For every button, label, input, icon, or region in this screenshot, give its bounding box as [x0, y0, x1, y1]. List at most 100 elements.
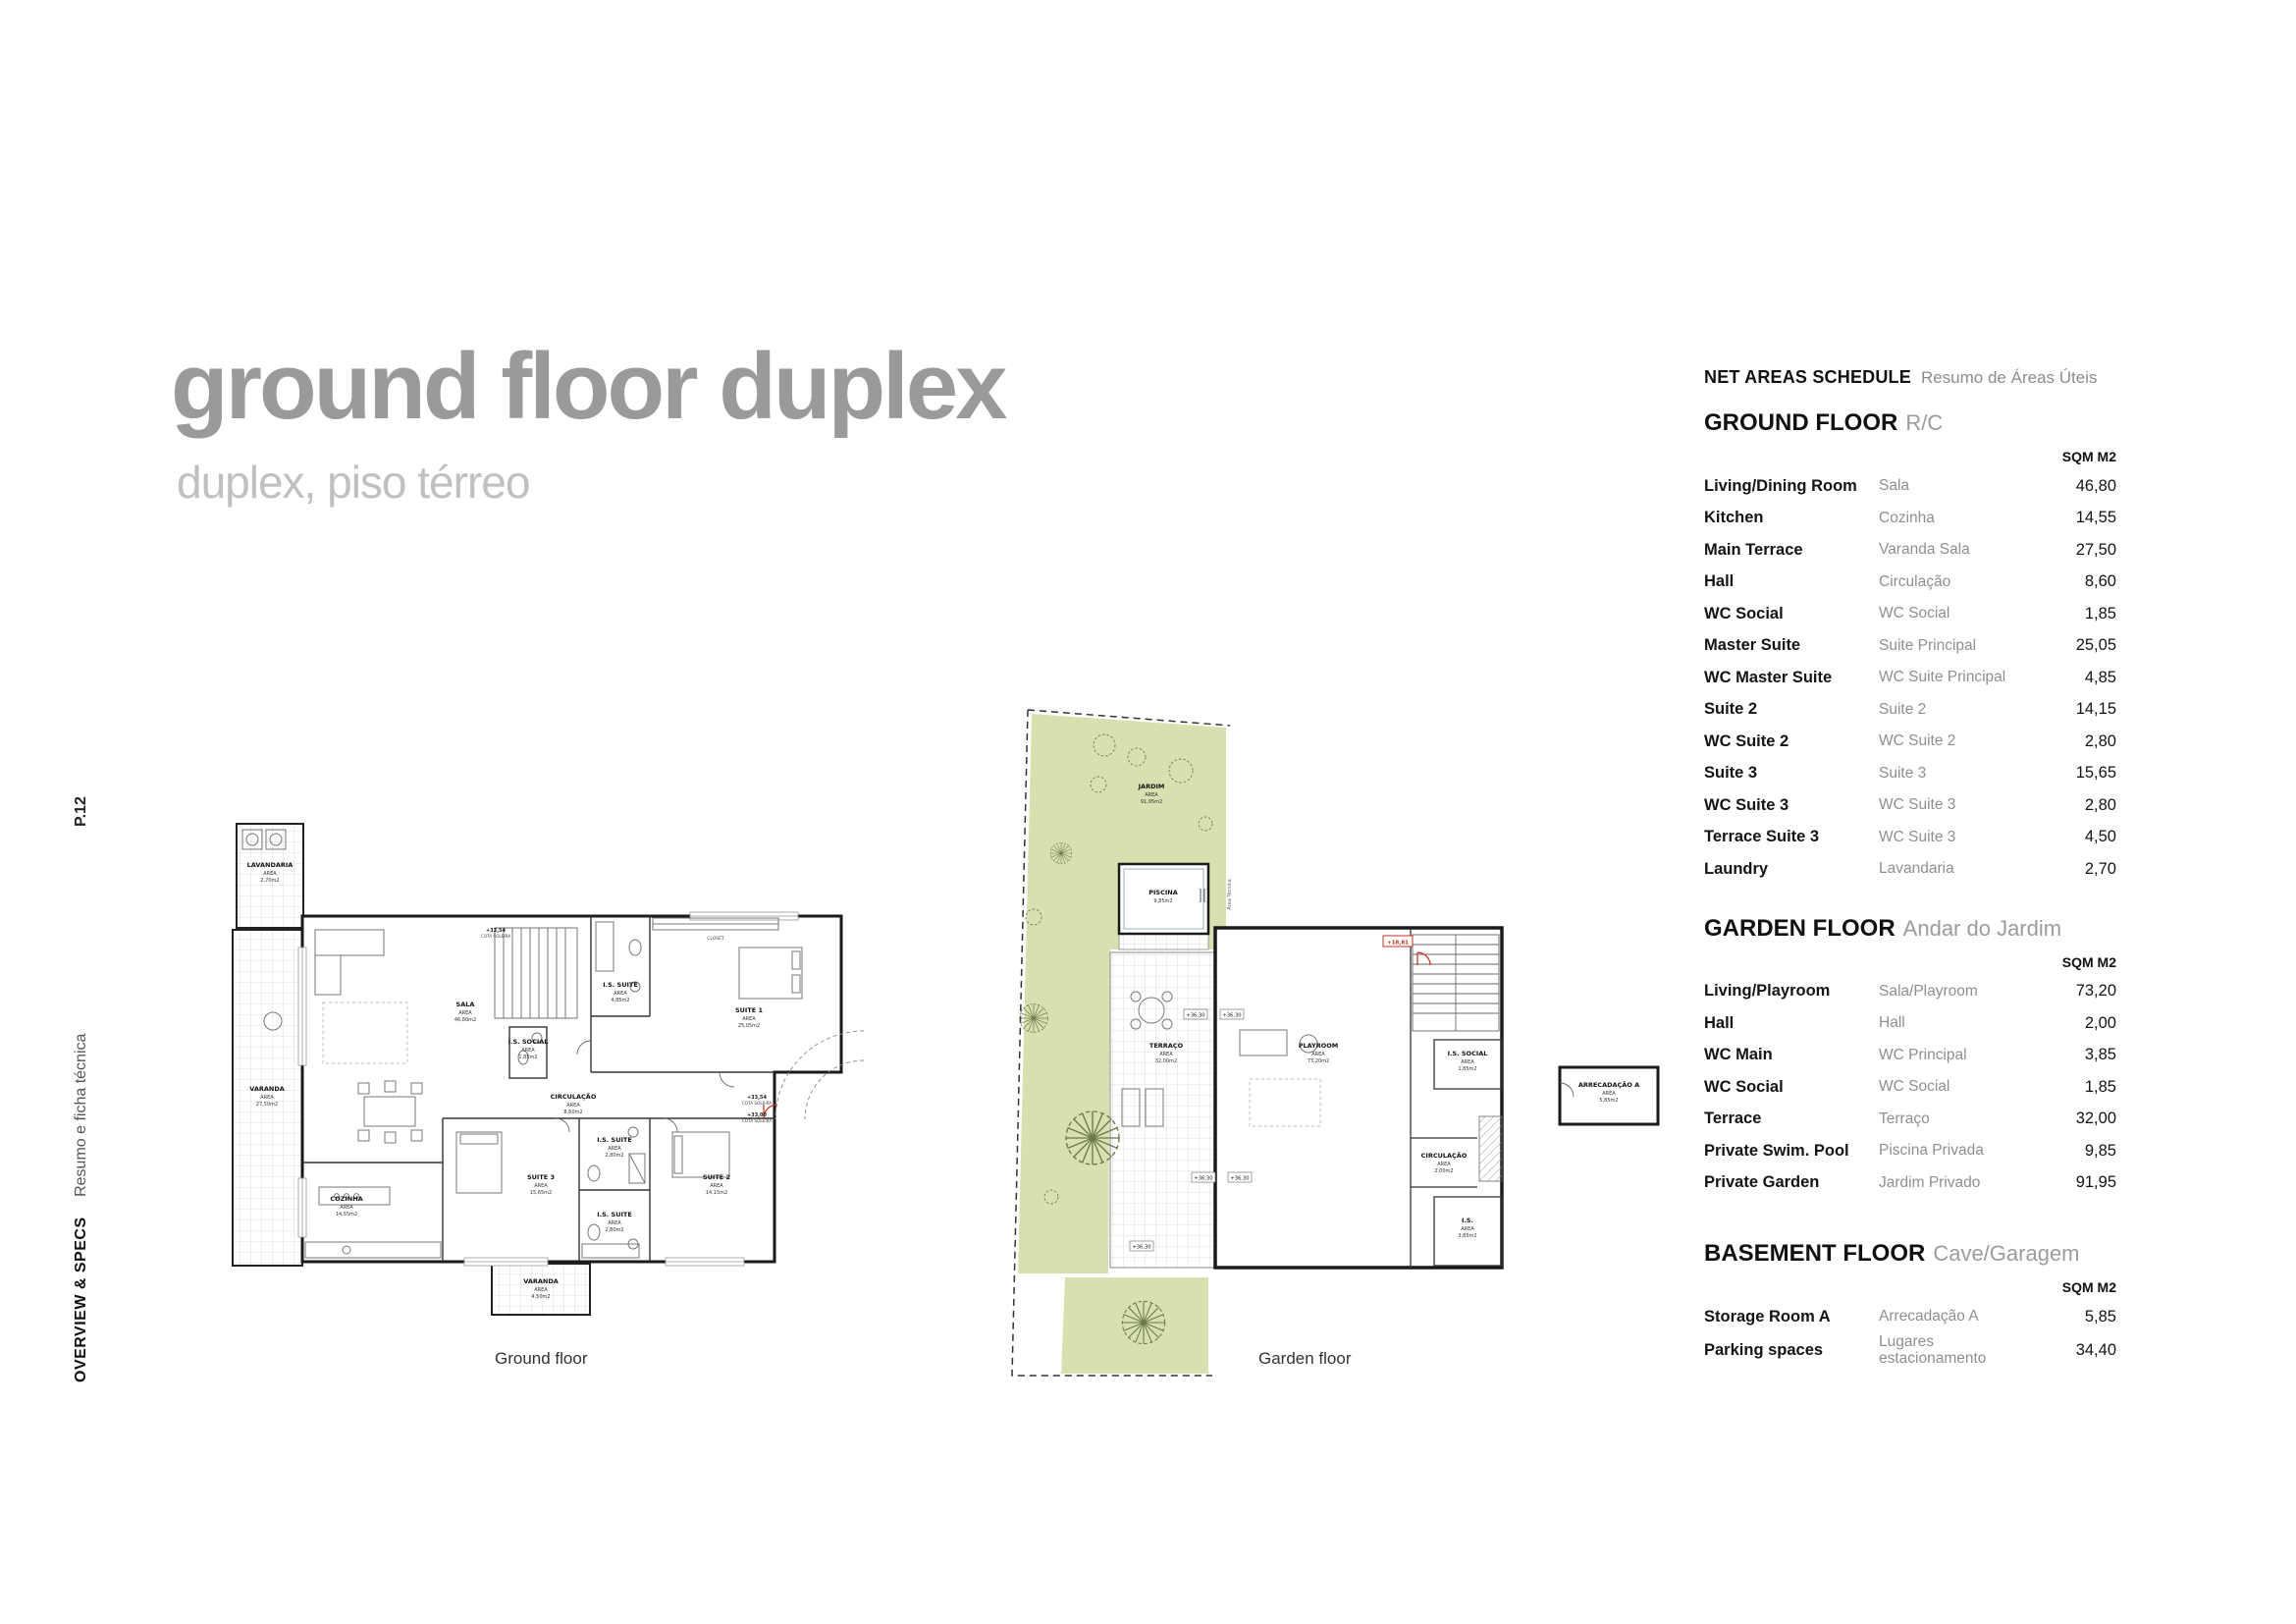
- room-name-en: WC Master Suite: [1704, 668, 1833, 686]
- room-name-pt: WC Principal: [1879, 1046, 1967, 1063]
- room-name-en: WC Suite 2: [1704, 731, 1789, 750]
- svg-text:+18,81: +18,81: [1387, 941, 1409, 947]
- page-subtitle: duplex, piso térreo: [177, 457, 530, 508]
- room-area-sqm: 8,60: [2084, 572, 2116, 591]
- room-name-en: Parking spaces: [1704, 1340, 1824, 1359]
- interior-walls: [302, 916, 774, 1262]
- section-rows: Storage Room A Arrecadação A 5,85 Parkin…: [1704, 1301, 2116, 1368]
- stairs: [1412, 934, 1500, 1032]
- section-heading: BASEMENT FLOOR Cave/Garagem: [1704, 1240, 2116, 1268]
- room-area-sqm: 4,50: [2084, 828, 2116, 846]
- room-name-pt: Sala: [1879, 477, 1910, 495]
- schedule-row: Living/Playroom Sala/Playroom 73,20: [1704, 976, 2116, 1008]
- gate-arcs: [774, 1030, 865, 1120]
- garden-floor-plan-drawing: +18,81 +36,30 +36,30 +36,30 +36,30 +36,3…: [1011, 709, 1660, 1377]
- room-name-pt: Sala/Playroom: [1879, 982, 1978, 1000]
- room-area-sqm: 15,65: [2075, 764, 2116, 783]
- room-name-pt: Lugares estacionamento: [1879, 1332, 1987, 1368]
- room-name-pt: Circulação: [1879, 572, 1951, 590]
- room-name-pt: Suite 2: [1879, 700, 1927, 718]
- schedule-row: WC Social WC Social 1,85: [1704, 598, 2116, 630]
- section-heading-pt: Cave/Garagem: [1933, 1241, 2080, 1266]
- room-name-en: WC Suite 3: [1704, 795, 1789, 814]
- room-name-pt: Suite 3: [1879, 764, 1927, 782]
- furniture: [1121, 991, 1321, 1127]
- elevation-markers: +36,30 +36,30 +36,30 +36,30 +36,30: [1129, 1008, 1253, 1252]
- room-area-sqm: 2,70: [2084, 859, 2116, 878]
- section-heading-en: GARDEN FLOOR: [1704, 914, 1896, 942]
- room-name-en: Kitchen: [1704, 509, 1764, 527]
- room-area-sqm: 5,85: [2084, 1307, 2116, 1326]
- room-name-en: Main Terrace: [1704, 540, 1803, 559]
- room-area-sqm: 14,55: [2075, 509, 2116, 527]
- door-arcs: [555, 1040, 735, 1133]
- property-boundary: [1011, 709, 1231, 1377]
- room-area-sqm: 34,40: [2075, 1340, 2116, 1359]
- svg-text:+36,30: +36,30: [1132, 1245, 1150, 1251]
- room-name-pt: WC Suite 3: [1879, 796, 1956, 814]
- room-area-sqm: 14,15: [2075, 700, 2116, 719]
- room-area-sqm: 2,80: [2084, 795, 2116, 814]
- rail-subtitle: Resumo e ficha técnica: [73, 1033, 89, 1197]
- room-name-en: Living/Dining Room: [1704, 476, 1857, 495]
- building-walls: [1213, 926, 1504, 1270]
- section-heading-pt: R/C: [1905, 410, 1944, 435]
- room-name-en: Private Garden: [1704, 1173, 1820, 1192]
- room-name-en: Storage Room A: [1704, 1307, 1831, 1326]
- room-area-sqm: 32,00: [2075, 1110, 2116, 1128]
- tree-icons: [1019, 733, 1213, 1345]
- room-name-pt: WC Suite 2: [1879, 732, 1956, 750]
- room-name-en: WC Main: [1704, 1046, 1773, 1064]
- section-rows: Living/Playroom Sala/Playroom 73,20 Hall…: [1704, 976, 2116, 1200]
- room-name-en: Terrace: [1704, 1110, 1762, 1128]
- schedule-row: Suite 3 Suite 3 15,65: [1704, 758, 2116, 790]
- schedule-row: Living/Dining Room Sala 46,80: [1704, 470, 2116, 503]
- room-name-en: Terrace Suite 3: [1704, 828, 1820, 846]
- room-name-pt: Jardim Privado: [1879, 1173, 1981, 1191]
- garden-area: [1018, 714, 1226, 1374]
- section-heading-en: BASEMENT FLOOR: [1704, 1240, 1926, 1267]
- technical-area-label: Área Técnica: [1226, 879, 1233, 910]
- swimming-pool: [1117, 862, 1210, 950]
- room-name-en: Laundry: [1704, 859, 1769, 878]
- schedule-row: WC Master Suite WC Suite Principal 4,85: [1704, 662, 2116, 694]
- room-name-en: Hall: [1704, 572, 1735, 591]
- schedule-row: WC Suite 3 WC Suite 3 2,80: [1704, 789, 2116, 822]
- side-rail: OVERVIEW & SPECS Resumo e ficha técnica: [73, 1034, 90, 1382]
- garden-floor-caption: Garden floor: [1258, 1349, 1352, 1368]
- room-name-pt: Terraço: [1879, 1110, 1930, 1127]
- schedule-row: WC Main WC Principal 3,85: [1704, 1040, 2116, 1072]
- room-name-pt: Hall: [1879, 1014, 1905, 1032]
- room-name-pt: Piscina Privada: [1879, 1142, 1984, 1160]
- room-area-sqm: 73,20: [2075, 982, 2116, 1001]
- garden-floor-plan: +18,81 +36,30 +36,30 +36,30 +36,30 +36,3…: [1004, 706, 1662, 1388]
- schedule-row: Storage Room A Arrecadação A 5,85: [1704, 1301, 2116, 1333]
- furniture: [241, 829, 803, 1259]
- section-rows: Living/Dining Room Sala 46,80 Kitchen Co…: [1704, 470, 2116, 886]
- room-area-sqm: 1,85: [2084, 1077, 2116, 1096]
- room-name-pt: Arrecadação A: [1879, 1308, 1979, 1326]
- schedule-row: Main Terrace Varanda Sala 27,50: [1704, 534, 2116, 567]
- room-name-pt: WC Suite 3: [1879, 828, 1956, 845]
- room-area-sqm: 25,05: [2075, 636, 2116, 655]
- room-name-pt: Varanda Sala: [1879, 541, 1970, 559]
- schedule-row: Kitchen Cozinha 14,55: [1704, 503, 2116, 535]
- unit-label: SQM M2: [2061, 449, 2116, 464]
